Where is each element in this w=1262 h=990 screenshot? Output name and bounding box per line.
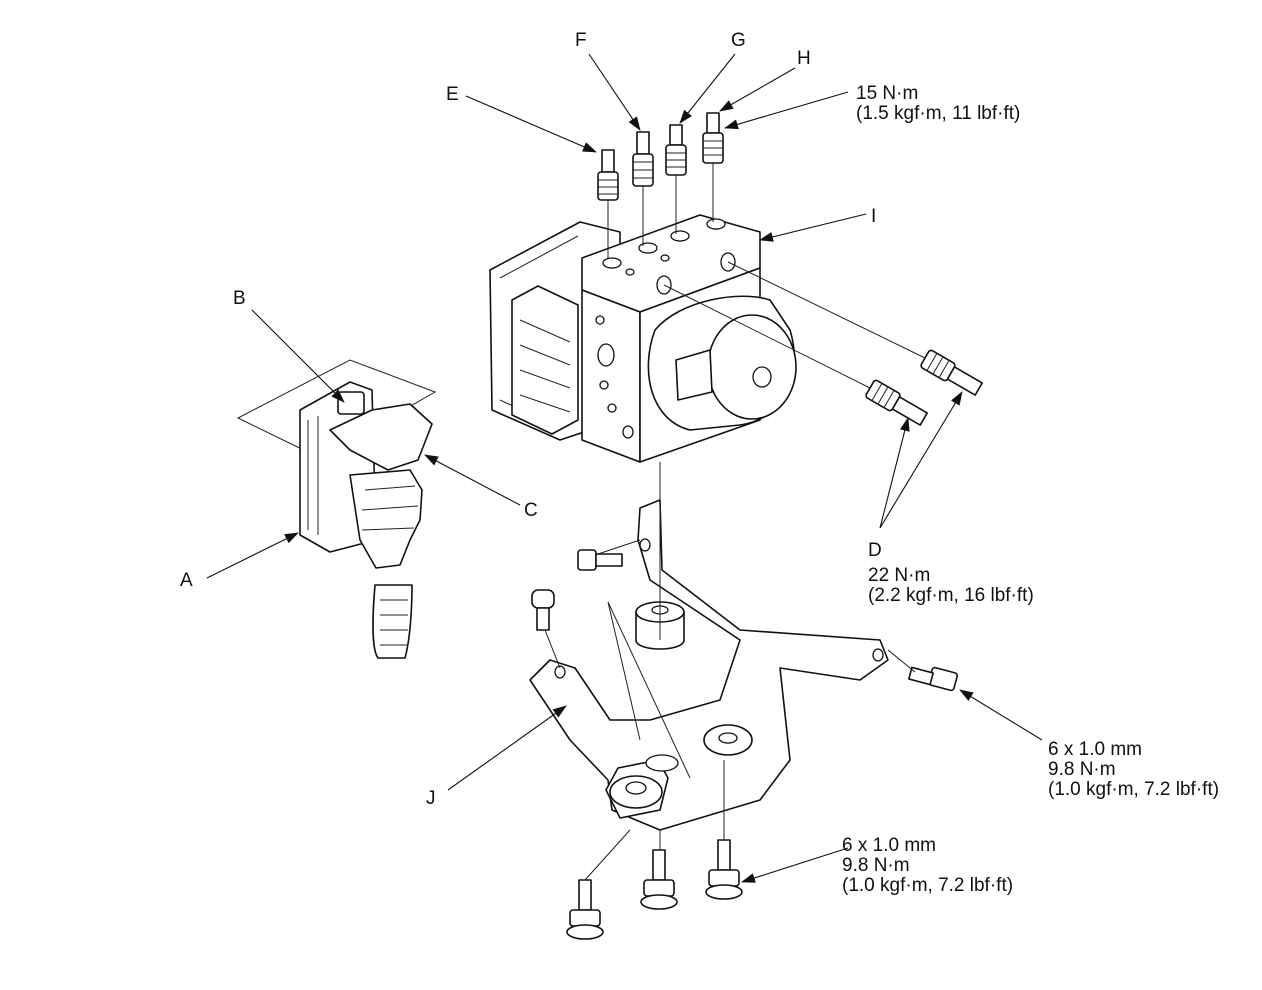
spec-right-bolt-line2: 9.8 N·m [1048,759,1116,780]
callout-d: D [868,540,882,561]
callout-e: E [446,84,459,105]
callout-j: J [426,788,436,809]
callout-c: C [524,500,538,521]
fitting-e [597,149,619,201]
spec-bottom-bolt: 6 x 1.0 mm 9.8 N·m (1.0 kgf·m, 7.2 lbf·f… [842,836,1013,896]
spec-top-torque: 15 N·m (1.5 kgf·m, 11 lbf·ft) [856,84,1020,124]
callout-b: B [233,288,246,309]
bolt-bottom-2 [640,849,678,910]
callout-i: I [871,206,877,227]
fitting-h [702,112,724,164]
bolt-upper-left [577,549,623,571]
bolts [531,462,959,940]
fitting-g [665,124,687,176]
spec-top-torque-line1: 15 N·m [856,83,919,104]
harness-connector [236,359,437,659]
spec-d-torque: 22 N·m (2.2 kgf·m, 16 lbf·ft) [868,566,1034,606]
spec-d-torque-line1: 22 N·m [868,565,931,586]
spec-right-bolt: 6 x 1.0 mm 9.8 N·m (1.0 kgf·m, 7.2 lbf·f… [1048,740,1219,800]
bolt-bottom-3 [705,839,743,900]
spec-top-torque-line2: (1.5 kgf·m, 11 lbf·ft) [856,103,1021,124]
abs-modulator-unit [489,214,797,463]
spec-d-torque-line2: (2.2 kgf·m, 16 lbf·ft) [868,585,1034,606]
fitting-f [632,131,654,187]
brake-line-fittings [597,112,724,258]
leader-lines [206,53,1043,883]
callout-f: F [575,30,587,51]
bolt-left [531,589,555,631]
callout-g: G [731,30,746,51]
spec-bottom-bolt-line1: 6 x 1.0 mm [842,835,936,856]
bolt-right [908,666,959,692]
side-fittings-d [663,261,983,426]
callout-a: A [180,570,193,591]
callout-h: H [797,48,811,69]
spec-bottom-bolt-line3: (1.0 kgf·m, 7.2 lbf·ft) [842,875,1014,896]
spec-right-bolt-line3: (1.0 kgf·m, 7.2 lbf·ft) [1048,779,1220,800]
spec-bottom-bolt-line2: 9.8 N·m [842,855,910,876]
spec-right-bolt-line1: 6 x 1.0 mm [1048,739,1142,760]
mounting-bracket [529,499,889,831]
bolt-bottom-1 [566,879,604,940]
